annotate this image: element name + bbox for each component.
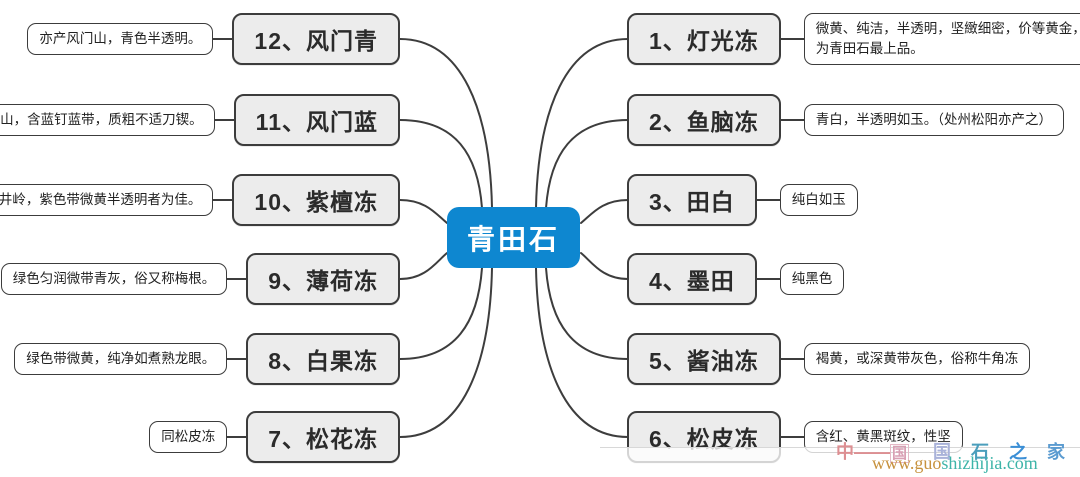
branch-curve-left-12: [399, 38, 493, 209]
note-fengmenlan[interactable]: 产风门山，含蓝钉蓝带，质粗不适刀锲。: [0, 104, 215, 136]
note-dengguangdong[interactable]: 微黄、纯洁，半透明，坚緻细密，价等黄金，为青田石最上品。: [803, 13, 1080, 65]
node-fengmenqing[interactable]: 12、风门青: [232, 13, 400, 65]
branch-row-4: 4、墨田 纯黑色: [627, 239, 845, 319]
note-connector: [214, 119, 234, 121]
branch-row-3: 3、田白 纯白如玉: [627, 160, 858, 240]
branch-row-10: 产季井岭，紫色带微黄半透明者为佳。 10、紫檀冻: [0, 160, 400, 240]
watermark-url-suffix: shizhijia.com: [941, 453, 1038, 473]
note-connector: [780, 436, 804, 438]
note-zitandong[interactable]: 产季井岭，紫色带微黄半透明者为佳。: [0, 184, 214, 216]
note-jiangyoudong[interactable]: 褐黄，或深黄带灰色，俗称牛角冻: [803, 343, 1031, 375]
branch-curve-right-1: [535, 38, 629, 209]
watermark-logo-zhi: 之: [1009, 442, 1048, 462]
note-motian[interactable]: 纯黑色: [779, 263, 845, 295]
note-tianbai[interactable]: 纯白如玉: [779, 184, 858, 216]
note-baiguodong[interactable]: 绿色带微黄，纯净如煮熟龙眼。: [14, 343, 228, 375]
branch-curve-right-6: [535, 267, 629, 438]
note-fengmenqing[interactable]: 亦产风门山，青色半透明。: [27, 23, 214, 55]
node-songhuadong[interactable]: 7、松花冻: [246, 411, 400, 463]
branch-curve-right-2: [545, 119, 629, 209]
watermark-url-prefix: www.guo: [872, 453, 942, 473]
note-songhuadong[interactable]: 同松皮冻: [149, 421, 228, 453]
watermark-url: www.guoshizhijia.com: [872, 453, 1038, 474]
watermark-logo-shi: 石: [971, 442, 1010, 462]
node-baiguodong[interactable]: 8、白果冻: [246, 333, 400, 385]
node-tianbai[interactable]: 3、田白: [627, 174, 757, 226]
watermark-logo: 中——国国石之家: [836, 438, 1080, 464]
branch-row-5: 5、酱油冻 褐黄，或深黄带灰色，俗称牛角冻: [627, 319, 1031, 399]
note-connector: [780, 119, 804, 121]
note-connector: [756, 278, 780, 280]
watermark-logo-dash: ——: [854, 442, 890, 462]
watermark-logo-guo-boxed: 国: [890, 444, 910, 463]
note-connector: [227, 436, 247, 438]
note-connector: [213, 199, 233, 201]
branch-row-2: 2、鱼脑冻 青白，半透明如玉。（处州松阳亦产之）: [627, 80, 1065, 160]
node-fengmenlan[interactable]: 11、风门蓝: [233, 94, 400, 146]
branch-row-8: 绿色带微黄，纯净如煮熟龙眼。 8、白果冻: [14, 319, 400, 399]
branch-curve-right-3: [580, 199, 629, 224]
branch-row-7: 同松皮冻 7、松花冻: [149, 397, 400, 477]
watermark-logo-guo: 国: [933, 442, 972, 462]
node-dengguangdong[interactable]: 1、灯光冻: [627, 13, 781, 65]
note-connector: [756, 199, 780, 201]
branch-curve-left-10: [399, 199, 448, 224]
branch-row-9: 绿色匀润微带青灰，俗又称梅根。 9、薄荷冻: [0, 239, 400, 319]
node-yunaodong[interactable]: 2、鱼脑冻: [627, 94, 781, 146]
note-connector: [780, 358, 804, 360]
note-bohedong[interactable]: 绿色匀润微带青灰，俗又称梅根。: [0, 263, 228, 295]
node-motian[interactable]: 4、墨田: [627, 253, 757, 305]
note-connector: [780, 38, 804, 40]
watermark-logo-jia: 家: [1047, 442, 1080, 462]
root-node-qingtianshi[interactable]: 青田石: [447, 207, 580, 268]
node-zitandong[interactable]: 10、紫檀冻: [232, 174, 400, 226]
branch-curve-left-11: [399, 119, 483, 209]
branch-row-12: 亦产风门山，青色半透明。 12、风门青: [27, 0, 400, 79]
branch-curve-left-7: [399, 267, 493, 438]
branch-row-11: 产风门山，含蓝钉蓝带，质粗不适刀锲。 11、风门蓝: [0, 80, 400, 160]
node-bohedong[interactable]: 9、薄荷冻: [246, 253, 400, 305]
branch-curve-left-8: [399, 267, 483, 360]
note-connector: [227, 358, 247, 360]
node-jiangyoudong[interactable]: 5、酱油冻: [627, 333, 781, 385]
branch-curve-right-5: [545, 267, 629, 360]
note-connector: [213, 38, 233, 40]
branch-row-1: 1、灯光冻 微黄、纯洁，半透明，坚緻细密，价等黄金，为青田石最上品。: [627, 0, 1080, 79]
branch-curve-right-4: [580, 252, 629, 280]
watermark-logo-zhong: 中: [836, 442, 854, 462]
watermark-band: [600, 447, 1080, 476]
branch-curve-left-9: [399, 252, 448, 280]
note-connector: [227, 278, 247, 280]
note-yunaodong[interactable]: 青白，半透明如玉。（处州松阳亦产之）: [803, 104, 1065, 136]
